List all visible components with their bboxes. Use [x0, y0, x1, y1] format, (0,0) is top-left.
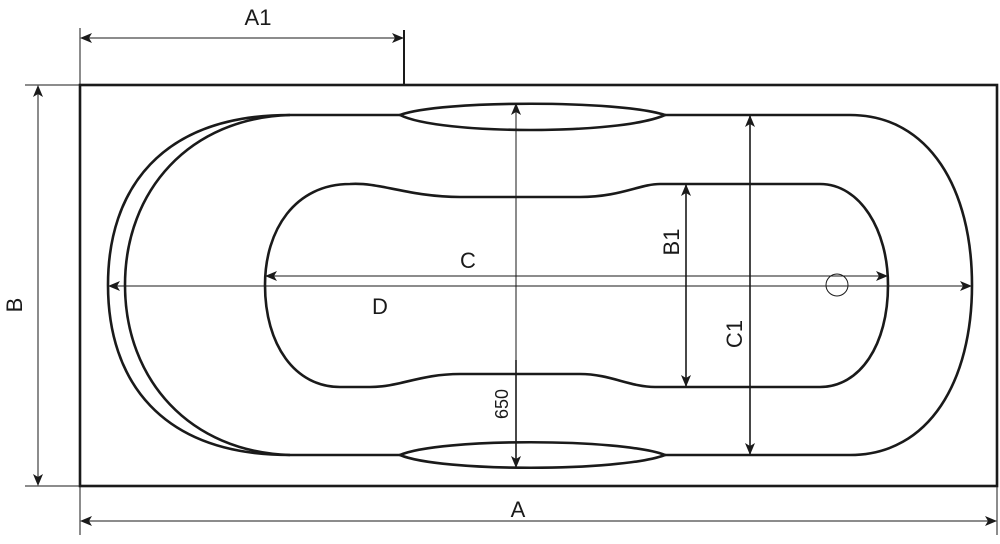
label-depth-650: 650: [492, 389, 512, 419]
drain-circle: [825, 273, 849, 297]
label-b: B: [2, 298, 27, 313]
tub-inner-basin: [263, 182, 890, 389]
top-armrest-lens: [396, 102, 669, 132]
label-c1: C1: [722, 320, 747, 348]
bottom-armrest-lens: [396, 440, 669, 470]
label-a1: A1: [245, 5, 272, 30]
tub-contour-outer: [106, 113, 974, 457]
tub-outer-rim: [78, 83, 999, 488]
label-b1: B1: [659, 229, 684, 256]
label-a: A: [511, 497, 526, 522]
label-d: D: [372, 294, 388, 319]
label-c: C: [460, 248, 476, 273]
